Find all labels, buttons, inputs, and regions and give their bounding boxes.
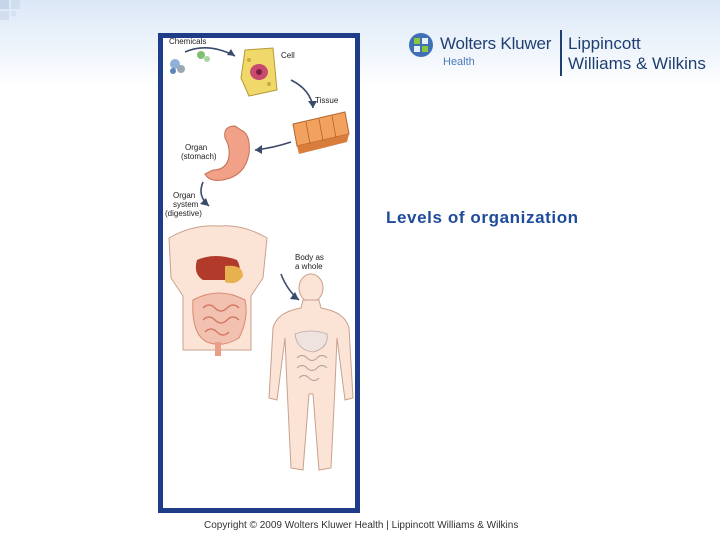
label-chemicals: Chemicals bbox=[169, 38, 206, 46]
label-organ-system: Organ bbox=[173, 191, 195, 200]
label-tissue: Tissue bbox=[315, 96, 339, 105]
label-cell: Cell bbox=[281, 51, 295, 60]
publisher-logo: Wolters Kluwer Health Lippincott William… bbox=[408, 30, 718, 80]
header-band bbox=[0, 0, 720, 88]
stomach-icon bbox=[204, 125, 250, 181]
label-organ-system-detail: (digestive) bbox=[165, 209, 202, 218]
label-organ-detail: (stomach) bbox=[181, 152, 217, 161]
figure-illustration: Chemicals Cell Tissue Organ bbox=[165, 38, 354, 471]
wolters-kluwer-name: Wolters Kluwer bbox=[440, 34, 552, 53]
label-body: Body as bbox=[295, 253, 324, 262]
levels-of-organization-figure: Chemicals Cell Tissue Organ bbox=[158, 33, 360, 513]
copyright-footer: Copyright © 2009 Wolters Kluwer Health |… bbox=[204, 520, 519, 531]
label-body-line2: a whole bbox=[295, 262, 323, 271]
williams-wilkins-name: Williams & Wilkins bbox=[568, 54, 706, 73]
chemicals-molecules-icon bbox=[170, 51, 210, 74]
digestive-system-icon bbox=[168, 225, 268, 356]
logo-divider bbox=[560, 30, 562, 76]
label-organ: Organ bbox=[185, 143, 207, 152]
lippincott-name: Lippincott bbox=[568, 34, 641, 53]
tissue-icon bbox=[292, 111, 350, 154]
wolters-kluwer-logo-icon bbox=[409, 33, 433, 57]
human-body-icon bbox=[268, 273, 354, 471]
cell-icon bbox=[240, 47, 278, 97]
wolters-kluwer-health: Health bbox=[443, 56, 475, 68]
label-organ-system-line2: system bbox=[173, 200, 199, 209]
slide-title: Levels of organization bbox=[386, 208, 579, 227]
